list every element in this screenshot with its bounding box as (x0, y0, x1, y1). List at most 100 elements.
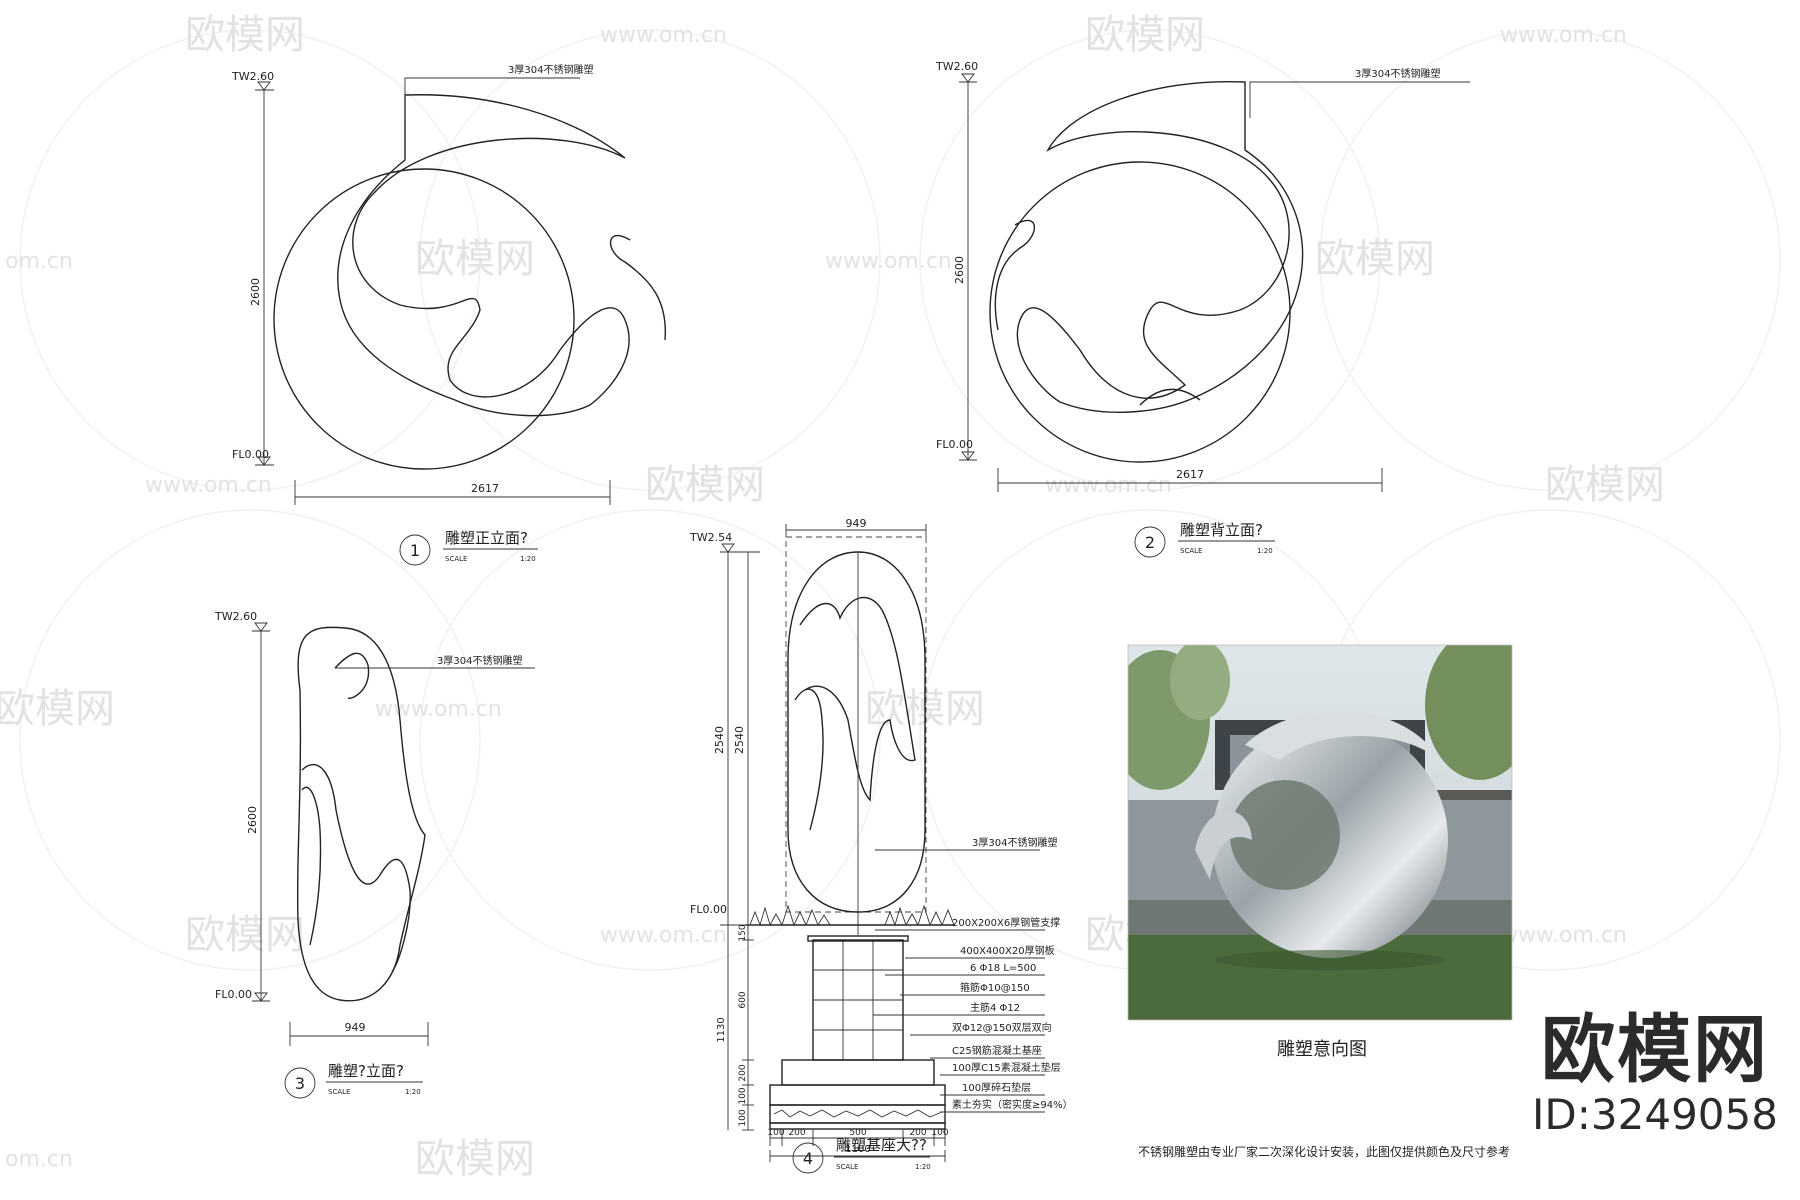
scale-value: 1:20 (520, 555, 536, 563)
concrete-cushion (769, 1084, 946, 1106)
brand-block: 欧模网 ID:3249058 (1510, 1010, 1800, 1140)
sculpture-base-arc (1139, 388, 1201, 406)
watermark-brand: 欧模网 (1315, 236, 1435, 282)
watermark-url: www.om.cn (825, 249, 952, 274)
drawing-number: 3 (295, 1074, 305, 1093)
footing (781, 1059, 935, 1086)
sculpture-body-outline (787, 551, 926, 913)
drawing-title: 雕塑正立面? (445, 529, 528, 547)
photo-caption: 雕塑意向图 (1277, 1039, 1367, 1060)
scale-label: SCALE (328, 1088, 350, 1096)
height-dimension: 2600 (953, 256, 966, 284)
watermark-brand: 欧模网 (0, 686, 115, 732)
scale-value: 1:20 (1257, 547, 1273, 555)
sculpture-body-inner (794, 688, 824, 831)
floor-level-label: FL0.00 (215, 988, 252, 1001)
grass-right (884, 904, 955, 927)
sculpture-side-curve (301, 764, 411, 973)
detail-note: 双Φ12@150双层双向 (952, 1021, 1052, 1034)
top-level-label: TW2.60 (214, 610, 257, 623)
sculpture-swirl-tip (994, 219, 1036, 331)
sculpture-swirl-tip (609, 234, 666, 341)
detail-note: 3厚304不锈钢雕塑 (972, 836, 1057, 849)
detail-note: 6 Φ18 L=500 (970, 963, 1036, 974)
watermark-url: www.om.cn (600, 23, 727, 48)
drawing-title: 雕塑基座大?? (836, 1136, 927, 1154)
watermark-brand: 欧模网 (1545, 462, 1665, 508)
detail-note: C25钢筋混凝土基座 (952, 1044, 1042, 1057)
dim-left: 600 (738, 991, 748, 1008)
sculpture-outer-ring (989, 161, 1291, 463)
sculpture-side-profile (296, 626, 426, 1002)
material-note: 3厚304不锈钢雕塑 (437, 654, 522, 667)
sculpture-body-fold (799, 596, 916, 802)
compacted-soil (769, 1122, 946, 1130)
steel-plate (807, 935, 909, 942)
scale-value: 1:20 (915, 1163, 931, 1171)
watermark-brand: 欧模网 (1085, 12, 1205, 58)
detail-note: 200X200X6厚钢管支撑 (952, 916, 1060, 929)
watermark-url: www.om.cn (145, 473, 272, 498)
height-dimension: 2540 (733, 726, 746, 754)
watermark-url: www.om.cn (1045, 473, 1172, 498)
reference-photo: 雕塑意向图 (1127, 644, 1513, 1060)
watermark-url: www.om.cn (375, 697, 502, 722)
dim-left: 200 (738, 1064, 748, 1081)
drawing-number: 2 (1145, 533, 1155, 552)
scale-label: SCALE (836, 1163, 858, 1171)
sculpture-inner-cutout (1016, 80, 1304, 413)
watermark-url: www.om.cn (1500, 923, 1627, 948)
top-level-label: TW2.60 (935, 60, 978, 73)
top-level-label: TW2.60 (231, 70, 274, 83)
drawing-base-detail: TW2.54 FL0.00 2540 2540 150 600 200 100 … (689, 517, 1073, 1174)
dim-total-bottom: 1100 (845, 1144, 870, 1155)
width-dimension: 2617 (1176, 468, 1204, 481)
scale-label: SCALE (1180, 547, 1202, 555)
material-note: 3厚304不锈钢雕塑 (1355, 67, 1440, 80)
dim-bottom: 200 (909, 1128, 926, 1138)
height-dimension: 2600 (249, 278, 262, 306)
floor-level-label: FL0.00 (690, 903, 727, 916)
height-dimension: 2600 (246, 806, 259, 834)
dim-bottom: 500 (849, 1128, 866, 1138)
top-level-label: TW2.54 (689, 531, 732, 544)
width-dimension: 949 (345, 1021, 366, 1034)
sculpture-side-inner (301, 786, 322, 946)
detail-note: 箍筋Φ10@150 (960, 981, 1030, 994)
dim-left: 100 (738, 1109, 748, 1126)
watermark-brand: 欧模网 (645, 462, 765, 508)
dim-bottom: 100 (931, 1128, 948, 1138)
floor-level-label: FL0.00 (232, 448, 269, 461)
drawing-number: 1 (410, 541, 420, 560)
sculpture-inner-cutout (337, 94, 630, 417)
height-dimension: 2540 (713, 726, 726, 754)
top-width-dimension: 949 (846, 517, 867, 530)
scale-value: 1:20 (405, 1088, 421, 1096)
drawing-side-elevation: TW2.60 FL0.00 2600 949 3厚304不锈钢雕塑 3 雕塑?立… (214, 610, 535, 1099)
gravel-layer (769, 1104, 946, 1124)
watermark-url: www.om.cn (1500, 23, 1627, 48)
footer-note: 不锈钢雕塑由专业厂家二次深化设计安装，此图仅提供颜色及尺寸参考 (1138, 1144, 1510, 1159)
watermark-brand: 欧模网 (415, 236, 535, 282)
sculpture-outer-ring (273, 168, 575, 470)
drawing-title: 雕塑背立面? (1180, 521, 1263, 539)
detail-note: 100厚C15素混凝土垫层 (952, 1061, 1061, 1074)
watermark-brand: 欧模网 (185, 912, 305, 958)
drawing-back-elevation: TW2.60 FL0.00 2600 2617 3厚304不锈钢雕塑 2 雕塑背… (935, 60, 1470, 558)
floor-level-label: FL0.00 (936, 438, 973, 451)
watermark-brand: 欧模网 (185, 12, 305, 58)
drawing-title: 雕塑?立面? (328, 1062, 404, 1080)
watermark-brand: 欧模网 (415, 1136, 535, 1182)
drawing-front-elevation: TW2.60 FL0.00 2600 2617 3厚304不锈钢雕塑 1 雕塑正… (231, 63, 666, 566)
brand-name: 欧模网 (1541, 1007, 1769, 1093)
detail-note: 主筋4 Φ12 (970, 1001, 1020, 1014)
watermark-url: om.cn (5, 249, 73, 274)
sculpture-side-fold (334, 652, 370, 699)
material-note: 3厚304不锈钢雕塑 (508, 63, 593, 76)
dim-bottom: 200 (788, 1128, 805, 1138)
watermark-url: www.om.cn (600, 923, 727, 948)
dim-bottom: 100 (767, 1128, 784, 1138)
dim-left: 100 (738, 1087, 748, 1104)
detail-note: 素土夯实（密实度≥94%） (952, 1098, 1073, 1111)
